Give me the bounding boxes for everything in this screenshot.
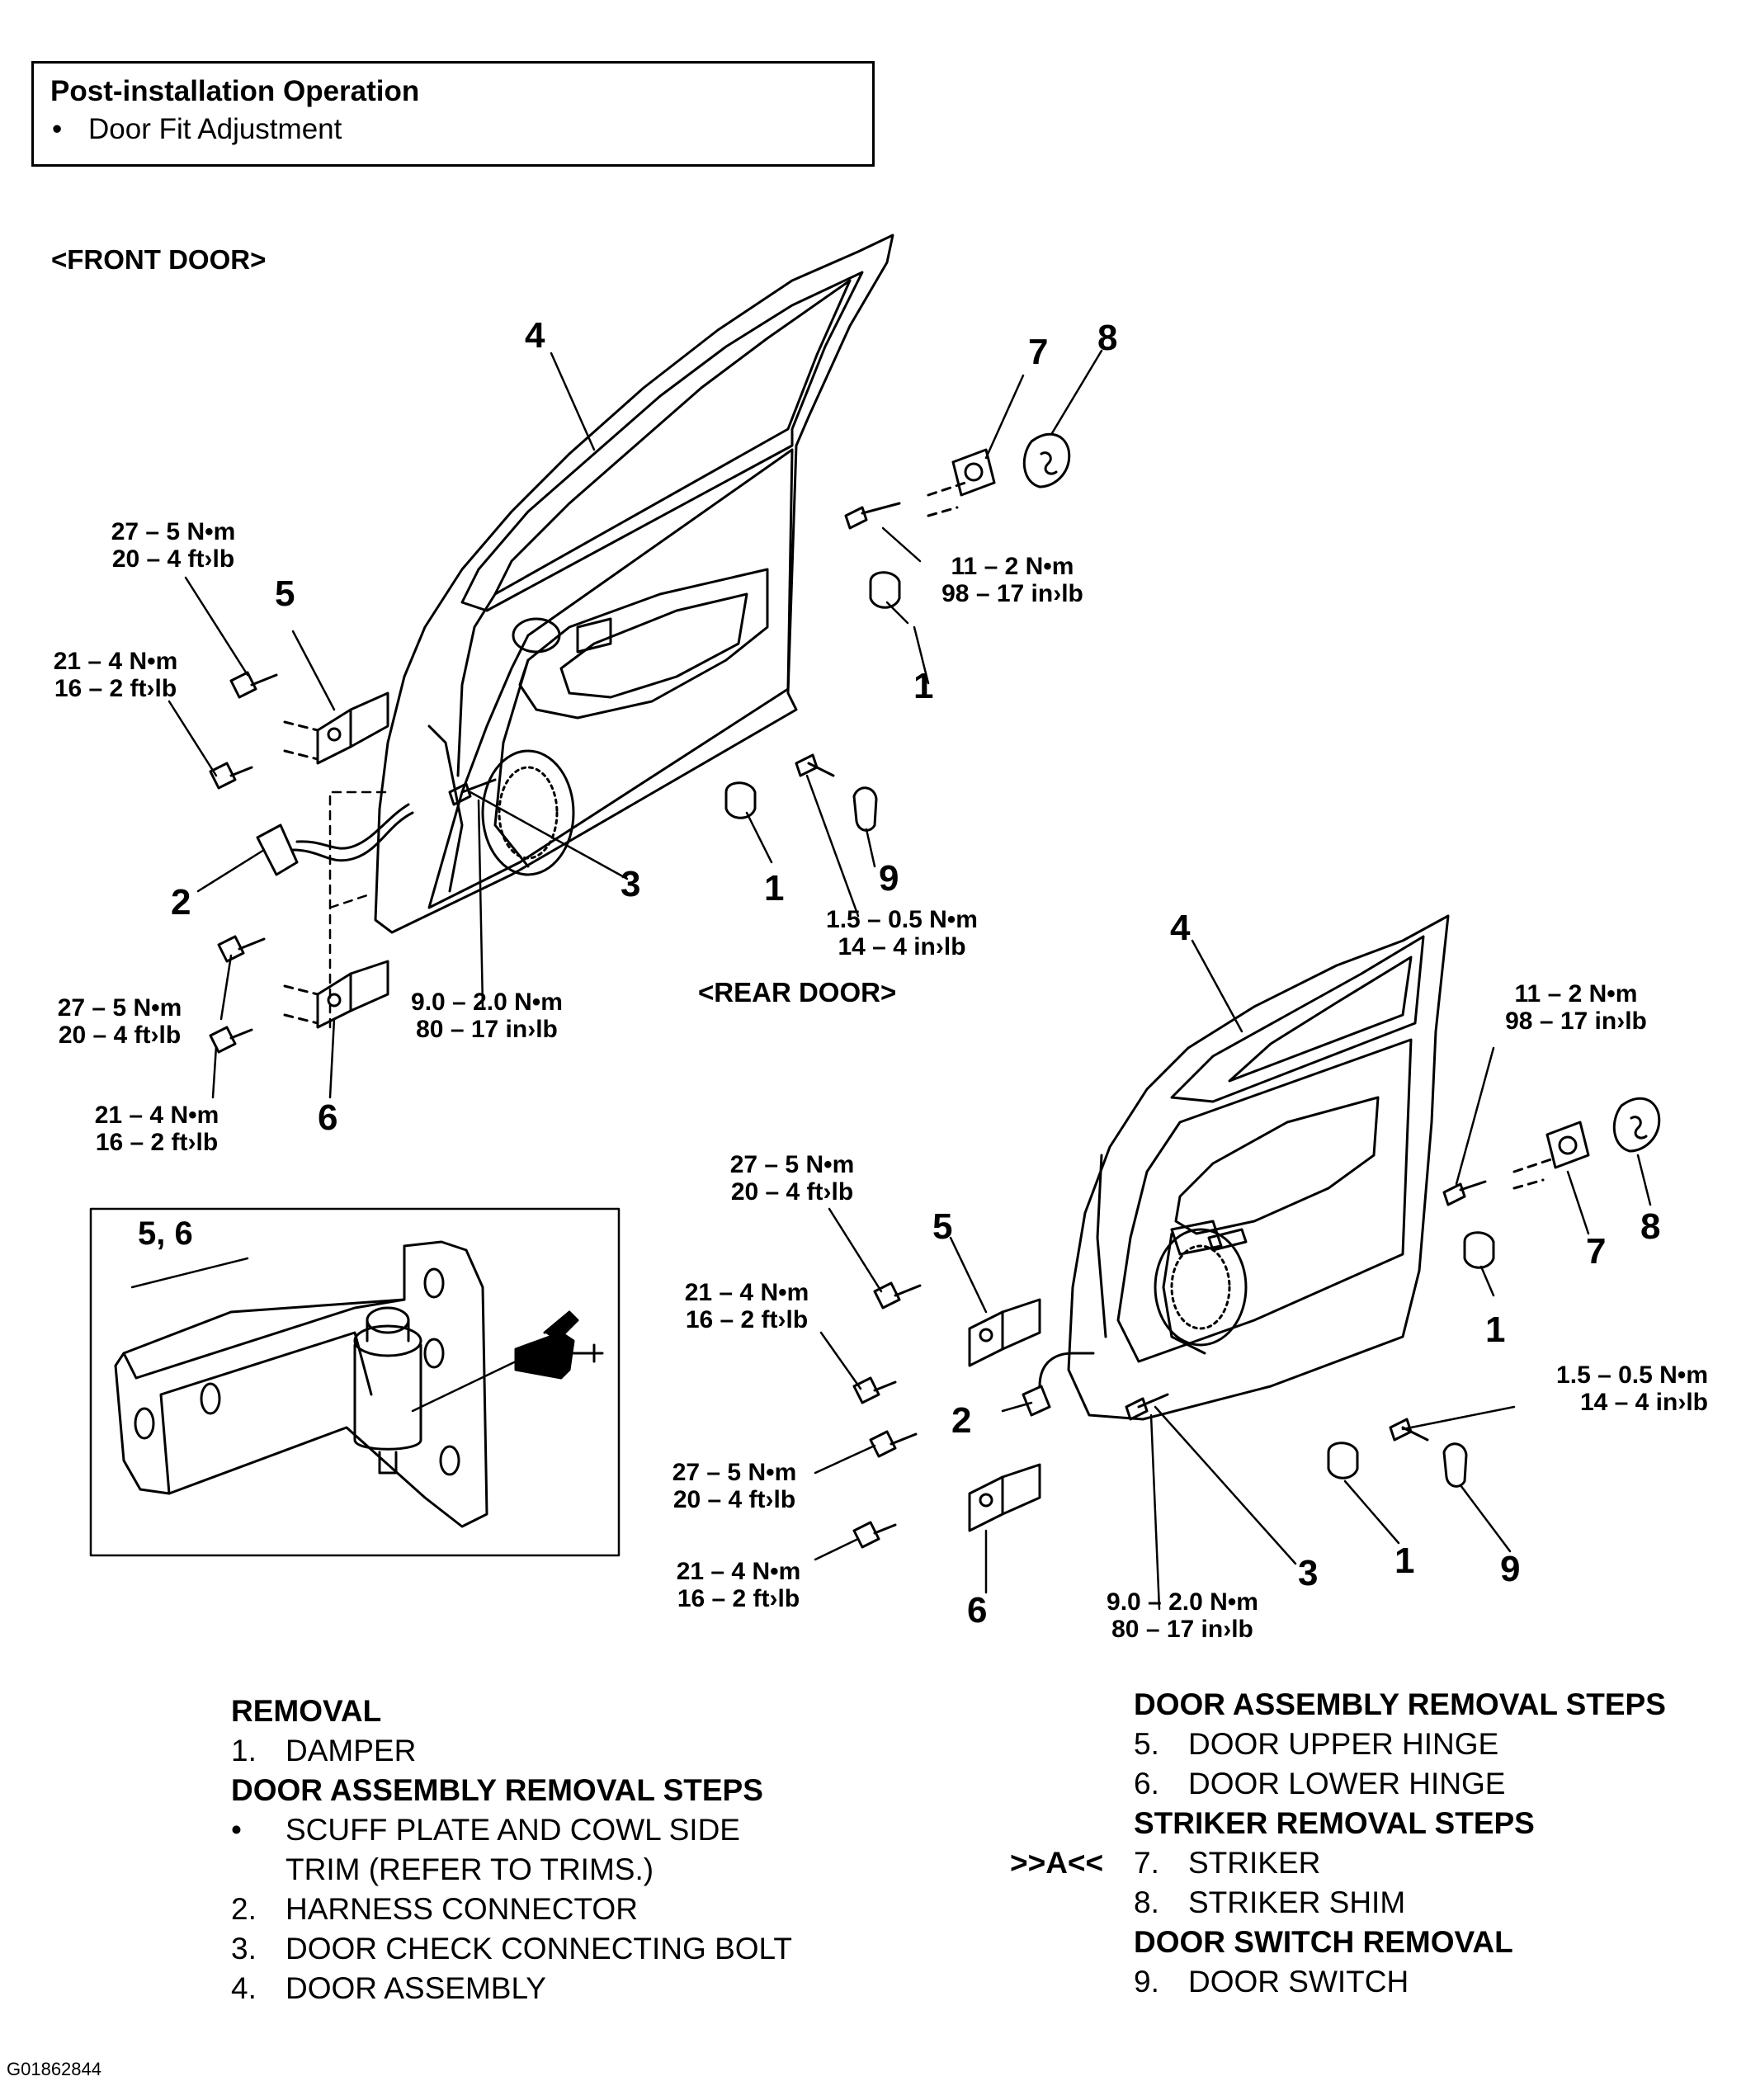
hinge-detail-illustration (114, 1240, 604, 1528)
callout-rear-lower-hinge: 6 (967, 1590, 988, 1630)
front-door-switch (852, 786, 878, 832)
legend-item-9: 9.DOOR SWITCH (1134, 1965, 1409, 1999)
legend-bullet-scuff-plate-cont: TRIM (REFER TO TRIMS.) (285, 1852, 654, 1886)
legend-item-7: >>A<< 7.STRIKER (1010, 1843, 1728, 1883)
legend-left: REMOVAL 1.DAMPER DOOR ASSEMBLY REMOVAL S… (231, 1692, 858, 2008)
rear-striker-shim (1612, 1097, 1661, 1153)
legend-note-a: >>A<< (1010, 1846, 1104, 1880)
legend-bullet-scuff-plate: •SCUFF PLATE AND COWL SIDE (231, 1813, 740, 1847)
callout-front-lower-hinge: 6 (318, 1097, 338, 1138)
hinge-detail-box (89, 1207, 621, 1557)
front-upper-hinge (283, 691, 389, 765)
legend-right: DOOR ASSEMBLY REMOVAL STEPS 5.DOOR UPPER… (1010, 1685, 1728, 2002)
callout-front-striker: 7 (1028, 332, 1049, 372)
rear-door-switch (1442, 1442, 1468, 1488)
front-bolts (209, 502, 901, 1054)
callout-front-door-switch: 9 (879, 858, 899, 899)
front-lower-hinge (283, 960, 389, 1029)
callout-front-harness-connector: 2 (171, 882, 191, 923)
rear-door-view-label: <REAR DOOR> (698, 977, 897, 1008)
legend-item-4: 4.DOOR ASSEMBLY (231, 1971, 546, 2005)
rear-harness-connector (1022, 1352, 1095, 1417)
front-leader-lines (168, 349, 1103, 1099)
callout-rear-door-switch: 9 (1500, 1549, 1521, 1589)
post-installation-box: Post-installation Operation • Door Fit A… (31, 61, 875, 167)
callout-rear-door-assembly: 4 (1170, 908, 1191, 948)
front-harness-connector (256, 803, 414, 876)
rear-bolts (852, 1180, 1487, 1549)
legend-item-6: 6.DOOR LOWER HINGE (1134, 1767, 1506, 1800)
callout-rear-harness-connector: 2 (951, 1400, 972, 1441)
post-installation-bullet: • (52, 113, 63, 145)
legend-item-2: 2.HARNESS CONNECTOR (231, 1892, 638, 1926)
rear-door-assembly (1067, 914, 1450, 1421)
front-door-view-label: <FRONT DOOR> (51, 244, 267, 275)
callout-front-striker-shim: 8 (1097, 318, 1118, 358)
callout-front-upper-hinge: 5 (275, 573, 295, 614)
legend-striker-header: STRIKER REMOVAL STEPS (1134, 1806, 1535, 1840)
legend-right-steps-header: DOOR ASSEMBLY REMOVAL STEPS (1134, 1687, 1666, 1721)
rear-leader-lines (814, 939, 1652, 1611)
legend-item-5: 5.DOOR UPPER HINGE (1134, 1727, 1499, 1761)
callout-rear-upper-hinge: 5 (932, 1206, 953, 1247)
callout-front-damper-lower: 1 (764, 868, 785, 908)
legend-item-8: 8.STRIKER SHIM (1134, 1885, 1406, 1919)
rear-upper-hinge (968, 1298, 1041, 1367)
legend-removal-header: REMOVAL (231, 1694, 382, 1728)
front-striker-shim (1022, 432, 1071, 488)
figure-id: G01862844 (7, 2059, 101, 2079)
front-dampers (724, 571, 901, 819)
front-door-assembly (374, 234, 894, 934)
callout-rear-striker-shim: 8 (1640, 1206, 1661, 1247)
front-striker (927, 448, 996, 517)
callout-rear-check-bolt: 3 (1298, 1553, 1319, 1593)
callout-rear-damper-lower: 1 (1394, 1541, 1415, 1581)
rear-lower-hinge (968, 1463, 1041, 1532)
inset-hinge-label: 5, 6 (138, 1215, 193, 1252)
callout-rear-striker: 7 (1586, 1231, 1607, 1272)
legend-item-3: 3.DOOR CHECK CONNECTING BOLT (231, 1932, 792, 1966)
callout-front-door-assembly: 4 (525, 315, 545, 356)
rear-striker (1512, 1121, 1590, 1190)
callout-front-damper-upper: 1 (913, 666, 934, 706)
rear-dampers (1327, 1231, 1495, 1479)
legend-switch-header: DOOR SWITCH REMOVAL (1134, 1925, 1513, 1959)
legend-item-1: 1.DAMPER (231, 1734, 417, 1767)
callout-front-check-bolt: 3 (621, 864, 641, 904)
post-installation-item: Door Fit Adjustment (88, 113, 342, 145)
callout-rear-damper-upper: 1 (1485, 1310, 1506, 1350)
legend-door-assembly-steps-header: DOOR ASSEMBLY REMOVAL STEPS (231, 1773, 763, 1807)
post-installation-title: Post-installation Operation (50, 75, 420, 107)
